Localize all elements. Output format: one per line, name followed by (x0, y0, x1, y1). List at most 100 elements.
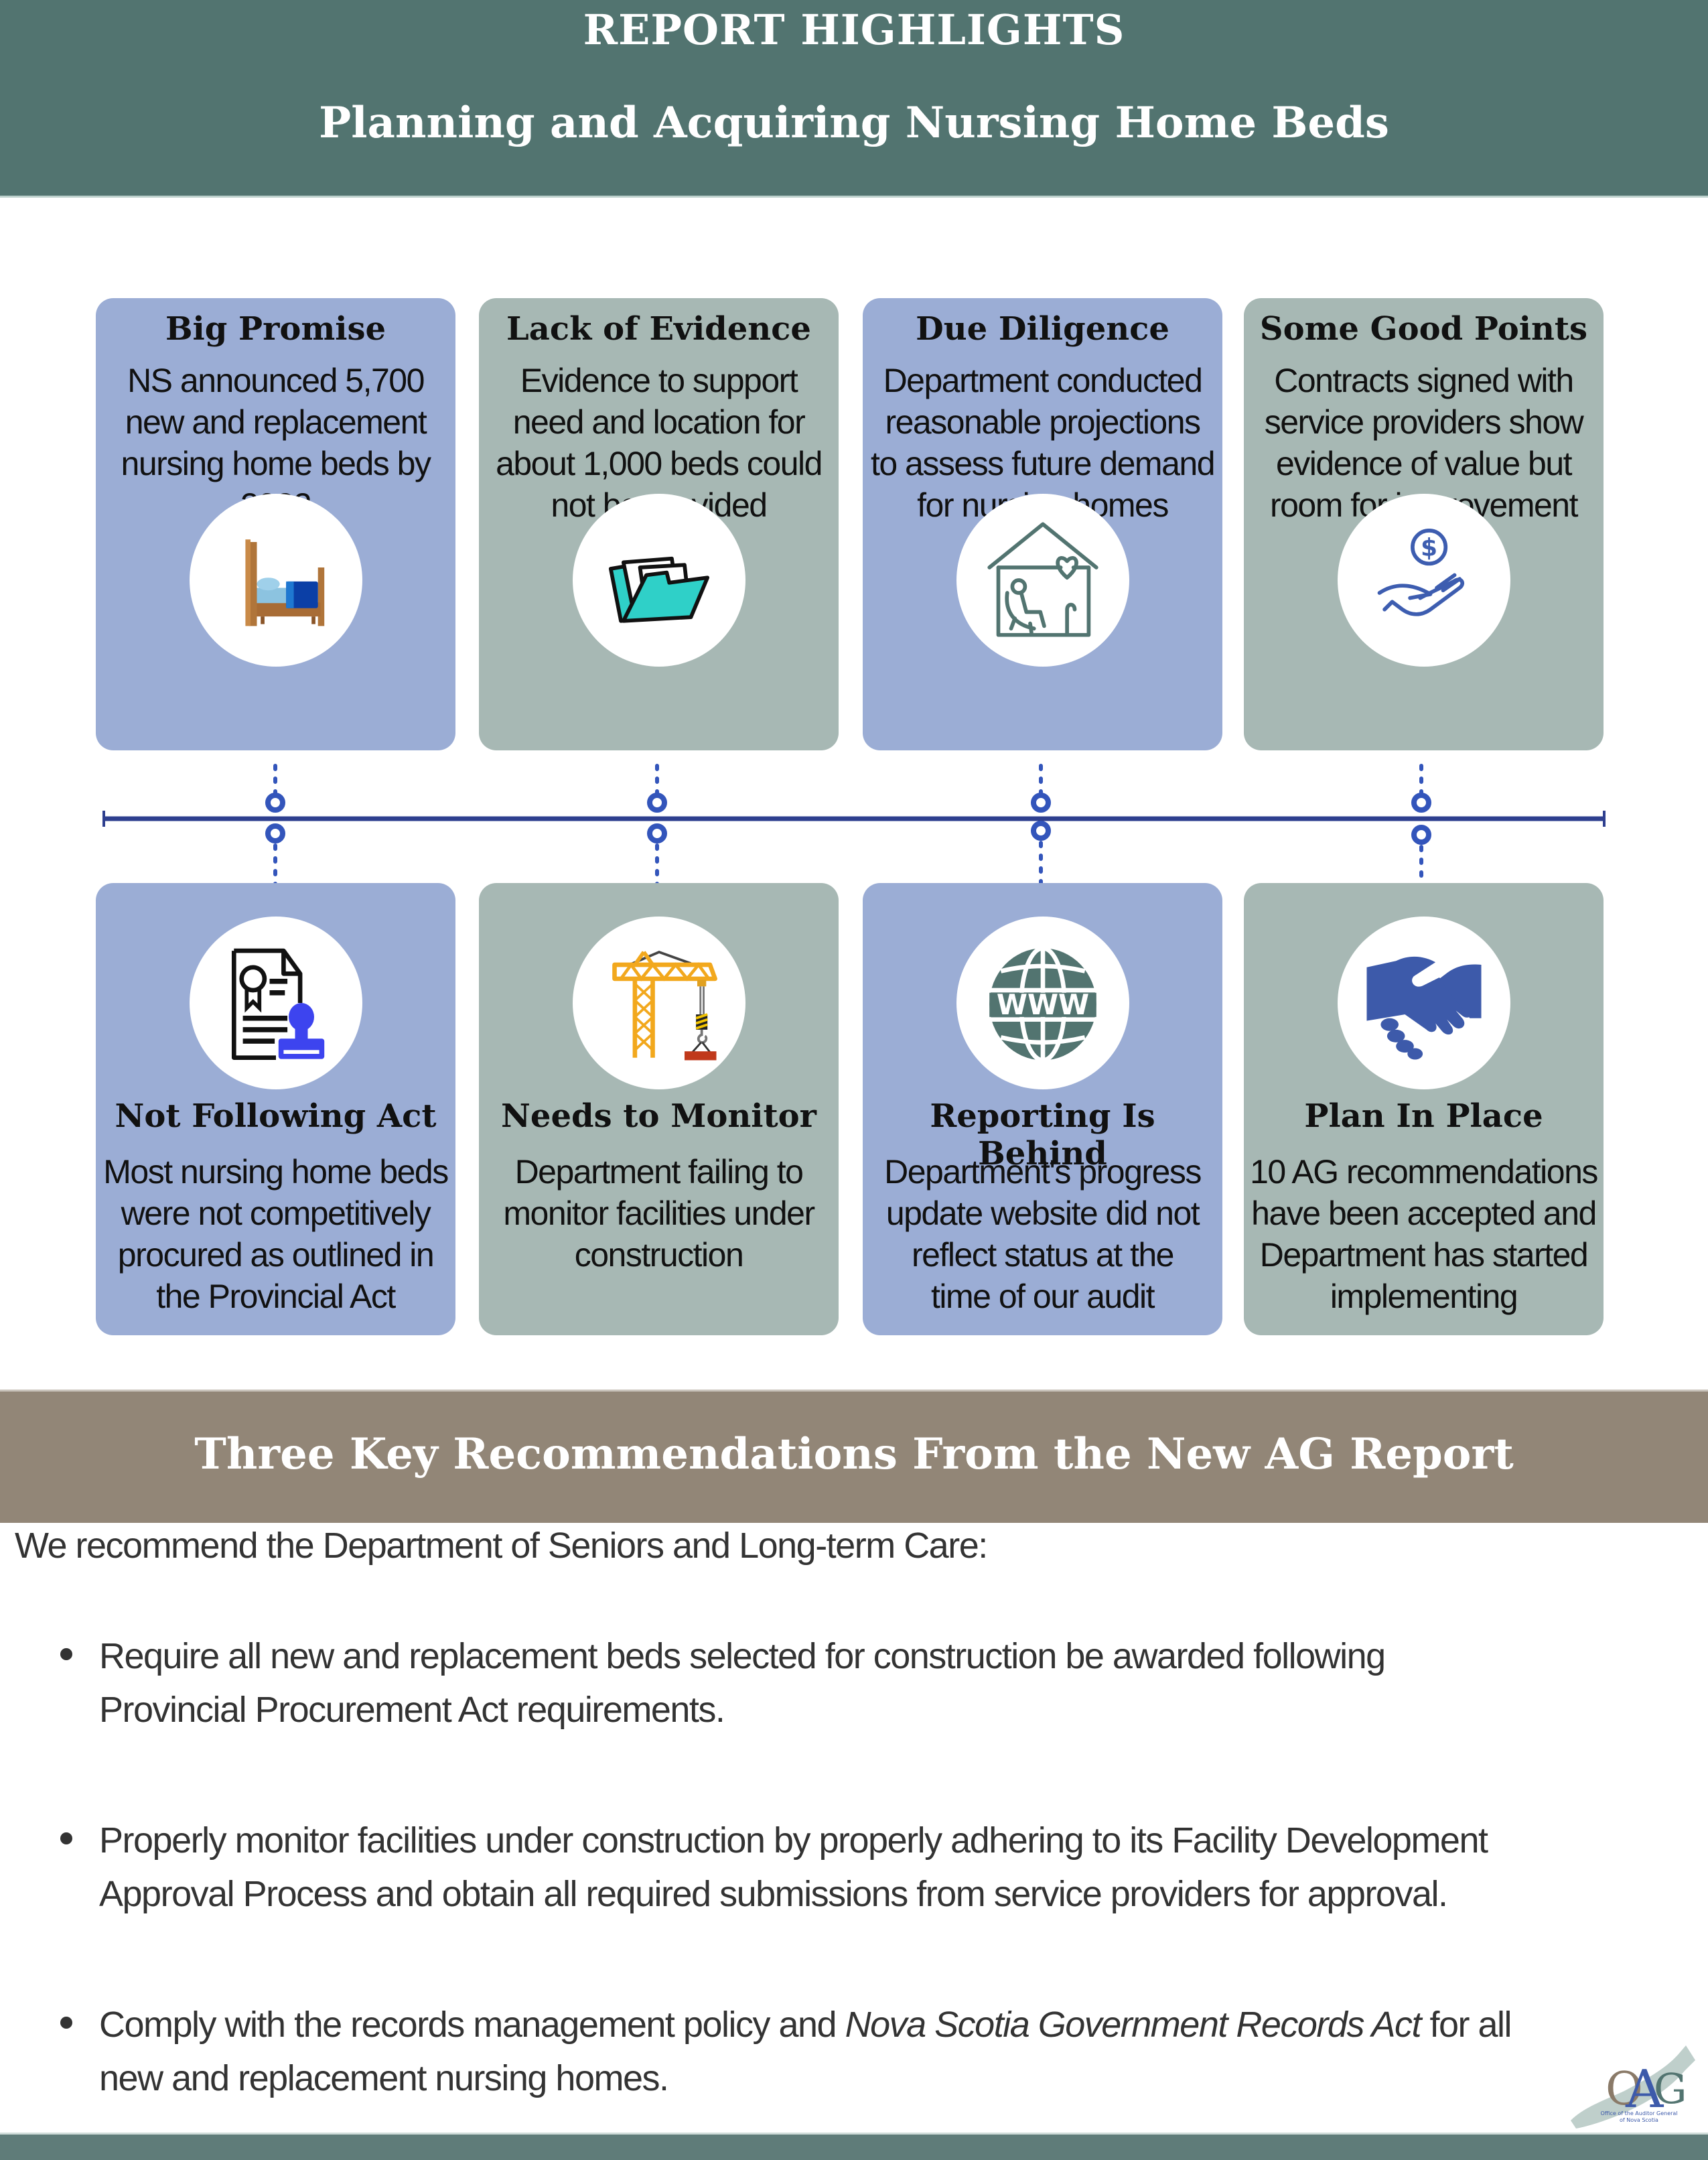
handshake-icon (1366, 956, 1482, 1060)
desc-line: service providers show (1264, 403, 1584, 441)
card-needs-to-monitor: Needs to Monitor Department failing to m… (479, 883, 839, 1335)
certificate-stamp-icon (231, 948, 325, 1061)
desc-line: to assess future demand (870, 445, 1216, 482)
icon-circle (956, 494, 1129, 667)
desc-line: Most nursing home beds (103, 1153, 449, 1191)
desc-line: nursing home beds by (121, 445, 431, 482)
desc-line: about 1,000 beds could (496, 445, 823, 482)
band-divider (0, 1390, 1708, 1392)
card-title: Reporting Is Behind (930, 1097, 1155, 1172)
connector-4 (1411, 764, 1431, 884)
rec-line: Comply with the records management polic… (99, 1998, 1693, 2051)
card-title: Plan In Place (1304, 1097, 1543, 1135)
desc-line: Evidence to support (520, 362, 798, 399)
card-reporting-is-behind: WWW Reporting Is Behind Department's pro… (863, 883, 1222, 1335)
card-description: NS announced 5,700 new and replacement n… (100, 360, 451, 526)
icon-circle (573, 917, 745, 1089)
connector-1 (265, 764, 285, 884)
header-divider (0, 196, 1708, 198)
desc-line: evidence of value but (1275, 445, 1573, 482)
desc-line: time of our audit (930, 1278, 1155, 1315)
rec-line: Properly monitor facilities under constr… (99, 1820, 1488, 1861)
icon-circle (190, 494, 362, 667)
report-highlights-title: REPORT HIGHLIGHTS (583, 5, 1125, 54)
desc-line: reflect status at the (912, 1236, 1174, 1274)
recommendations-band: Three Key Recommendations From the New A… (0, 1392, 1708, 1523)
rec-text-pre: Comply with the records management polic… (99, 2005, 845, 2045)
desc-line: new and replacement (125, 403, 427, 441)
card-title: Not Following Act (115, 1097, 437, 1135)
icon-circle (190, 917, 362, 1089)
desc-line: were not competitively (121, 1195, 431, 1232)
logo-letter-a: A (1625, 2060, 1664, 2120)
card-big-promise: Big Promise NS announced 5,700 new and r… (96, 298, 455, 750)
desc-line: need and location for (512, 403, 806, 441)
bed-icon (245, 539, 325, 626)
card-description: Department conducted reasonable projecti… (867, 360, 1218, 526)
card-title: Needs to Monitor (501, 1097, 816, 1135)
desc-line: reasonable projections (885, 403, 1201, 441)
rec-line: Require all new and replacement beds sel… (99, 1636, 1386, 1676)
desc-line: Department failing to (514, 1153, 804, 1191)
icon-circle (573, 494, 745, 667)
card-title: Some Good Points (1259, 310, 1588, 348)
recommendations-intro: We recommend the Department of Seniors a… (15, 1526, 988, 1566)
recommendation-text: Require all new and replacement beds sel… (99, 1629, 1693, 1737)
act-name: Nova Scotia Government Records Act (845, 2005, 1422, 2045)
card-description: Department failing to monitor facilities… (483, 1151, 835, 1276)
open-folder-icon (608, 556, 710, 623)
recommendation-text: Comply with the records management polic… (99, 1998, 1693, 2105)
report-header: REPORT HIGHLIGHTS Planning and Acquiring… (0, 0, 1708, 196)
desc-line: Department's progress (884, 1153, 1202, 1191)
connector-2 (647, 764, 667, 884)
card-title: Big Promise (165, 310, 386, 348)
bullet-icon (60, 2017, 72, 2029)
desc-line: the Provincial Act (156, 1278, 396, 1315)
desc-line: Department has started (1259, 1236, 1589, 1274)
nursing-home-icon (987, 522, 1098, 637)
report-subtitle: Planning and Acquiring Nursing Home Beds (319, 98, 1389, 148)
www-globe-icon: WWW (989, 945, 1096, 1063)
rec-line: Approval Process and obtain all required… (99, 1874, 1448, 1914)
construction-crane-icon (612, 950, 717, 1061)
svg-text:$: $ (1421, 534, 1437, 562)
bullet-icon (60, 1648, 72, 1660)
icon-circle (1338, 917, 1510, 1089)
rec-line: new and replacement nursing homes. (99, 2058, 669, 2098)
icon-circle: $ (1338, 494, 1510, 667)
desc-line: implementing (1330, 1278, 1518, 1315)
connector-3 (1031, 764, 1051, 884)
logo-caption: of Nova Scotia (1620, 2117, 1658, 2123)
desc-line: NS announced 5,700 (127, 362, 425, 399)
bullet-icon (60, 1832, 72, 1844)
nova-scotia-map-shape (1571, 2045, 1695, 2129)
card-lack-of-evidence: Lack of Evidence Evidence to support nee… (479, 298, 839, 750)
desc-line: construction (574, 1236, 744, 1274)
footer-divider (0, 2133, 1708, 2135)
timeline (102, 764, 1606, 884)
hand-dollar-icon: $ (1377, 529, 1465, 616)
logo-letter-o: O (1606, 2063, 1643, 2116)
recommendation-text: Properly monitor facilities under constr… (99, 1814, 1693, 1921)
card-due-diligence: Due Diligence Department conducted reaso… (863, 298, 1222, 750)
card-not-following-act: Not Following Act Most nursing home beds… (96, 883, 455, 1335)
desc-line: monitor facilities under (503, 1195, 815, 1232)
rec-text-post: for all (1420, 2005, 1512, 2045)
desc-line: procured as outlined in (117, 1236, 435, 1274)
logo-caption: Office of the Auditor General (1600, 2110, 1677, 2116)
card-some-good-points: Some Good Points Contracts signed with s… (1244, 298, 1604, 750)
globe-www-label: WWW (997, 988, 1089, 1021)
card-plan-in-place: Plan In Place 10 AG recommendations have… (1244, 883, 1604, 1335)
rec-line: Provincial Procurement Act requirements. (99, 1690, 725, 1730)
desc-line: Department conducted (883, 362, 1203, 399)
logo-letter-g: G (1654, 2064, 1687, 2113)
card-description: Most nursing home beds were not competit… (100, 1151, 451, 1317)
footer-bar (0, 2135, 1708, 2160)
desc-line: update website did not (885, 1195, 1200, 1232)
desc-line: 10 AG recommendations (1250, 1153, 1598, 1191)
card-description: Department's progress update website did… (867, 1151, 1218, 1317)
card-description: 10 AG recommendations have been accepted… (1248, 1151, 1599, 1317)
recommendations-heading: Three Key Recommendations From the New A… (194, 1429, 1514, 1479)
icon-circle: WWW (956, 917, 1129, 1089)
card-title: Due Diligence (916, 310, 1169, 348)
